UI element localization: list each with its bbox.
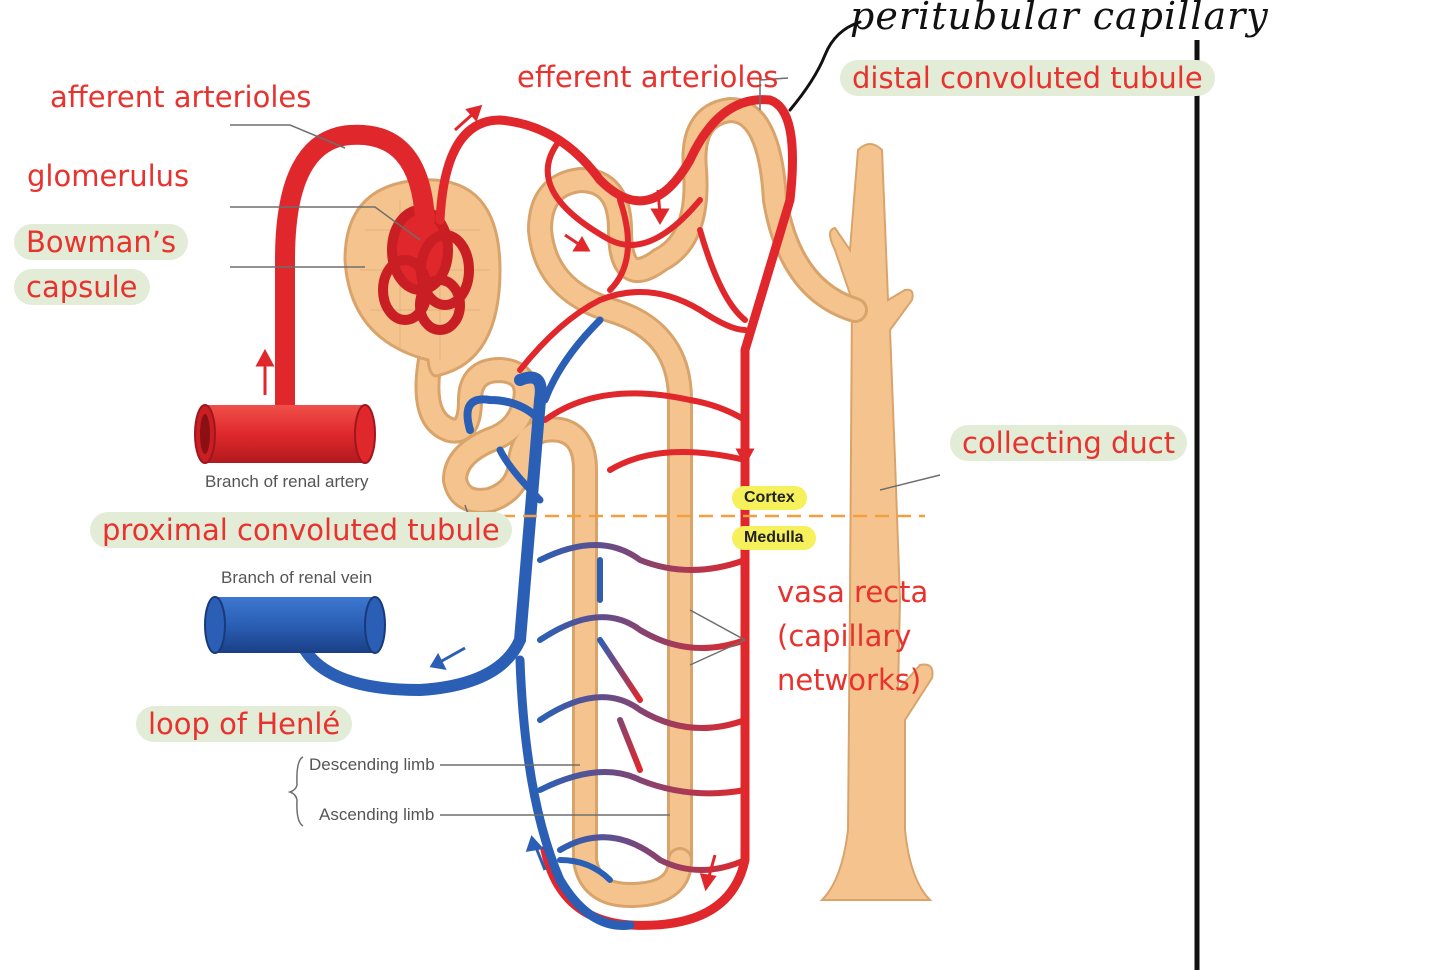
label-vasa-recta-2: (capillary: [777, 619, 912, 653]
label-efferent-arterioles: efferent arterioles: [517, 60, 779, 94]
leader-lines: [230, 77, 941, 827]
label-peritubular-capillary: peritubular capillary: [850, 0, 1269, 38]
renal-artery-cylinder: [194, 404, 376, 464]
vein-flow-arrows: [429, 646, 547, 871]
label-bowmans-line2: capsule: [14, 269, 150, 306]
label-collecting-duct: collecting duct: [950, 425, 1188, 462]
label-proximal-convoluted-tubule: proximal convoluted tubule: [90, 512, 512, 549]
label-medulla: Medulla: [732, 526, 816, 550]
handwritten-pointer: [788, 20, 862, 112]
label-ascending-limb: Ascending limb: [319, 805, 435, 824]
label-cortex: Cortex: [732, 486, 807, 510]
label-vasa-recta-3: networks): [777, 663, 922, 697]
label-distal-convoluted-tubule: distal convoluted tubule: [840, 60, 1215, 97]
label-loop-of-henle: loop of Henlé: [136, 706, 353, 743]
distal-tubule-shape: [526, 96, 868, 873]
label-renal-vein: Branch of renal vein: [221, 568, 373, 587]
flow-arrows: [255, 104, 755, 892]
afferent-arteriole-shape: [275, 124, 435, 420]
renal-vein-cylinder: [204, 596, 386, 654]
label-renal-artery: Branch of renal artery: [205, 472, 369, 491]
collecting-duct-shape: [819, 143, 934, 901]
label-afferent-arterioles: afferent arterioles: [50, 80, 312, 114]
label-vasa-recta-1: vasa recta: [777, 575, 929, 609]
label-bowmans-line1: Bowman’s: [14, 224, 189, 261]
renal-vein-vessels: [294, 316, 635, 930]
efferent-arteriole-shape: [435, 95, 797, 930]
label-descending-limb: Descending limb: [309, 755, 435, 774]
label-glomerulus: glomerulus: [27, 159, 190, 193]
vasa-recta-shape: [537, 542, 748, 873]
